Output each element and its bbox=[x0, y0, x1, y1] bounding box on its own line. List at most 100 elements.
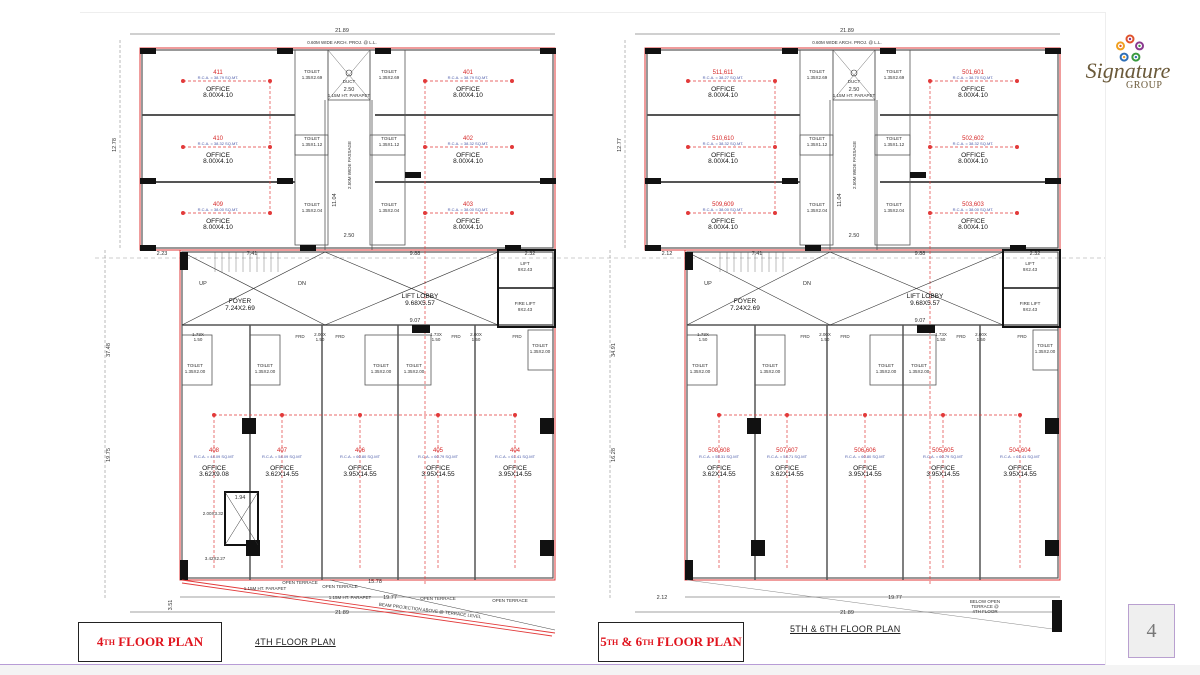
unit-number: 407 bbox=[277, 448, 288, 454]
centerline-node bbox=[181, 211, 185, 215]
passage-label: 2.50M WIDE PASSAGE bbox=[852, 141, 857, 189]
stair-dim: 1.94 bbox=[235, 495, 246, 501]
lift-size: 9X2.43 bbox=[518, 267, 533, 272]
unit-size: 8.00X4.10 bbox=[708, 92, 738, 99]
title-segment: 4 bbox=[96, 634, 104, 649]
unit-number: 401 bbox=[463, 70, 474, 76]
shop-toilet bbox=[181, 334, 213, 386]
below-terrace-note: TERRACE @ bbox=[971, 604, 999, 609]
arch-projection-note: 0.60M WIDE ARCH. PROJ. @ L.L. bbox=[307, 40, 377, 45]
passage-dim: 2.00X bbox=[314, 332, 326, 337]
column bbox=[277, 178, 293, 184]
unit-number: 505,605 bbox=[932, 448, 954, 454]
passage-dim: 1.73X bbox=[935, 332, 947, 337]
toilet-label: TOILET bbox=[381, 136, 397, 141]
toilet-size: 1.35X2.00 bbox=[404, 369, 425, 374]
fire-door-label: FRD bbox=[1017, 334, 1027, 339]
column bbox=[782, 178, 798, 184]
toilet-label: TOILET bbox=[809, 202, 825, 207]
toilet-size: 1.35X2.04 bbox=[379, 208, 400, 213]
stair-dim: 7.41 bbox=[247, 251, 258, 257]
centerline-node bbox=[785, 413, 789, 417]
toilet-label: TOILET bbox=[381, 202, 397, 207]
column bbox=[140, 48, 156, 54]
column bbox=[242, 418, 256, 434]
title-segment: 5 bbox=[600, 634, 607, 649]
unit-rca: R.C.A. = 38.79 SQ.MT. bbox=[448, 75, 489, 80]
toilet-size: 1.35X2.69 bbox=[379, 75, 400, 80]
column bbox=[277, 48, 293, 54]
logo-person-head bbox=[1134, 55, 1138, 59]
column bbox=[1052, 600, 1062, 632]
toilet-label: TOILET bbox=[257, 363, 273, 368]
lower-depth-dim: 19.75 bbox=[106, 448, 112, 462]
overall-width-dim-bottom: 21.89 bbox=[335, 610, 349, 616]
unit-type: OFFICE bbox=[456, 152, 480, 159]
column bbox=[180, 560, 188, 580]
column bbox=[782, 48, 798, 54]
logo-person-mark bbox=[1115, 41, 1125, 51]
wall bbox=[874, 134, 911, 246]
title-segment: & 6 bbox=[618, 634, 643, 649]
terrace-width-dim: 15.78 bbox=[368, 579, 382, 585]
unit-number: 511,611 bbox=[713, 70, 734, 76]
column bbox=[540, 418, 554, 434]
unit-rca: R.C.A. = 38.00 SQ.MT. bbox=[703, 207, 744, 212]
logo-person-head bbox=[1119, 44, 1122, 48]
slide-frame-line bbox=[1105, 12, 1106, 665]
terrace-parapet bbox=[181, 579, 556, 634]
toilet-size: 1.35X1.12 bbox=[807, 142, 828, 147]
shop-toilet bbox=[397, 334, 432, 386]
foyer-size: 7.24X2.69 bbox=[225, 305, 255, 312]
unit-type: OFFICE bbox=[503, 465, 527, 472]
toilet-label: TOILET bbox=[532, 343, 548, 348]
fire-door-label: FRD bbox=[800, 334, 810, 339]
unit-rca: R.C.A. = 38.32 SQ.MT. bbox=[198, 141, 239, 146]
unit-size: 8.00X4.10 bbox=[958, 92, 988, 99]
unit-number: 405 bbox=[433, 448, 444, 454]
unit-number: 404 bbox=[510, 448, 521, 454]
stair-lift-box bbox=[224, 491, 259, 546]
unit-number: 402 bbox=[463, 136, 474, 142]
unit-type: OFFICE bbox=[456, 86, 480, 93]
duct-symbol bbox=[850, 69, 858, 77]
toilet-label: TOILET bbox=[187, 363, 203, 368]
wall bbox=[294, 134, 329, 246]
toilet-size: 1.35X2.04 bbox=[807, 208, 828, 213]
room-dim: 3.42X2.27 bbox=[205, 556, 226, 561]
unit-rca: R.C.A. = 61.41 SQ.MT bbox=[1000, 454, 1041, 459]
lift-lobby-label: LIFT LOBBY bbox=[907, 293, 944, 300]
unit-rca: R.C.A. = 38.00 SQ.MT. bbox=[198, 207, 239, 212]
below-terrace-note: 4TH FLOOR bbox=[972, 609, 998, 614]
unit-type: OFFICE bbox=[961, 152, 985, 159]
centerline-node bbox=[1015, 145, 1019, 149]
logo-people-icon bbox=[1115, 34, 1145, 62]
lift-label: LIFT bbox=[520, 261, 530, 266]
lower-block-outline bbox=[179, 249, 556, 581]
duct-symbol bbox=[345, 69, 353, 77]
lobby-diagonal bbox=[829, 251, 1004, 326]
unit-size: 8.00X4.10 bbox=[203, 92, 233, 99]
wall bbox=[369, 134, 406, 246]
unit-rca: R.C.A. = 38.32 SQ.MT. bbox=[703, 141, 744, 146]
lower-block-outline bbox=[684, 249, 1061, 581]
centerline-node bbox=[717, 413, 721, 417]
passage-dim: 1.50 bbox=[699, 337, 708, 342]
centerline-node bbox=[1015, 211, 1019, 215]
wall bbox=[799, 49, 834, 156]
toilet-label: TOILET bbox=[911, 363, 927, 368]
centerline-node bbox=[863, 413, 867, 417]
centerline-node bbox=[212, 413, 216, 417]
left-offset-dim: 2.12 bbox=[662, 251, 673, 257]
unit-rca: R.C.A. = 38.27 SQ.MT. bbox=[703, 75, 744, 80]
unit-number: 409 bbox=[213, 202, 224, 208]
lift-label: LIFT bbox=[1025, 261, 1035, 266]
top-depth-dim: 12.77 bbox=[617, 138, 623, 152]
toilet-size: 1.35X2.00 bbox=[255, 369, 276, 374]
passage-dim: 1.50 bbox=[821, 337, 830, 342]
unit-size: 3.62X14.55 bbox=[702, 471, 736, 478]
column bbox=[140, 178, 156, 184]
unit-number: 506,606 bbox=[854, 448, 876, 454]
